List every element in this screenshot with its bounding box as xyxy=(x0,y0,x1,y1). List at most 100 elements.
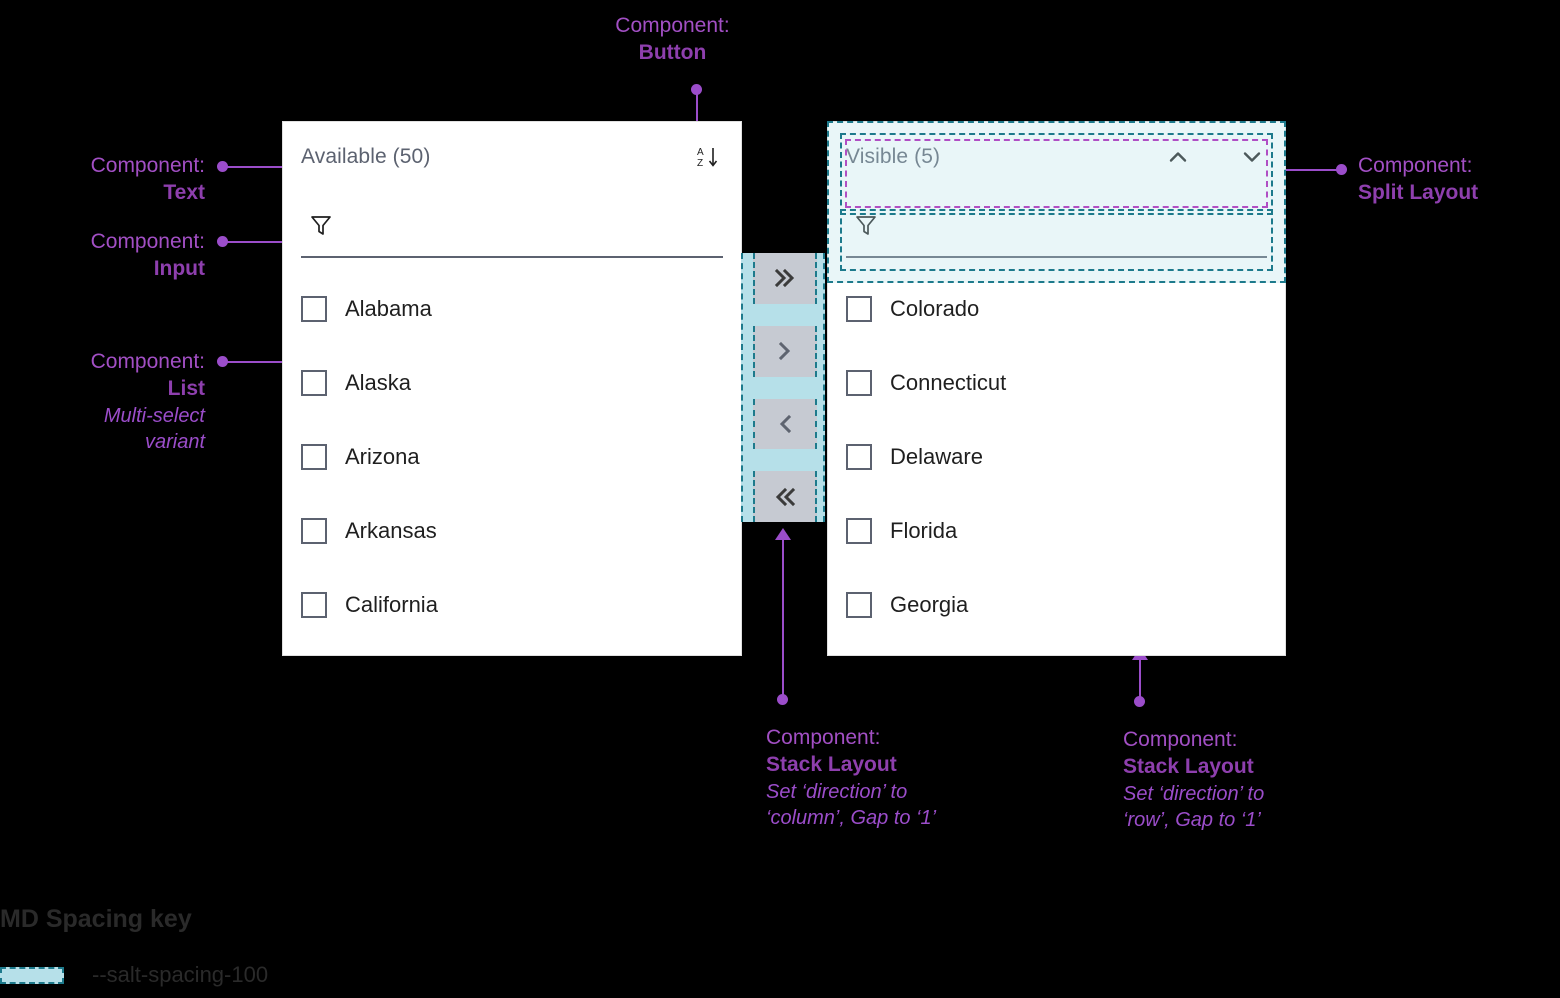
annotation-split-layout-kicker: Component: xyxy=(1358,154,1473,177)
annotation-split-layout-leader xyxy=(1278,169,1338,171)
transfer-button-stack xyxy=(753,253,817,522)
checkbox[interactable] xyxy=(846,592,872,618)
list-item[interactable]: Florida xyxy=(846,494,1275,568)
annotation-text-name: Text xyxy=(163,181,205,205)
transfer-stack-spacing-wrapper xyxy=(741,253,825,522)
checkbox[interactable] xyxy=(846,370,872,396)
annotation-input-leader xyxy=(224,241,290,243)
annotation-stack-column-name: Stack Layout xyxy=(766,753,897,777)
annotation-stack-column-leader xyxy=(782,540,784,698)
checkbox[interactable] xyxy=(846,518,872,544)
checkbox[interactable] xyxy=(301,296,327,322)
annotation-input-kicker: Component: xyxy=(90,230,205,253)
list-item-label: Alabama xyxy=(345,296,432,321)
annotation-button-name: Button xyxy=(638,41,707,65)
list-item[interactable]: Arizona xyxy=(301,420,731,494)
list-item-label: Connecticut xyxy=(890,370,1007,395)
visible-filter-input[interactable] xyxy=(846,198,1267,258)
annotation-list: Component: List Multi-select variant xyxy=(20,348,205,455)
list-item-label: Colorado xyxy=(890,296,980,321)
annotation-stack-row-sub2: ‘row’, Gap to ‘1’ xyxy=(1123,808,1261,831)
visible-header-actions xyxy=(1163,142,1267,172)
checkbox[interactable] xyxy=(301,444,327,470)
chevron-down-icon[interactable] xyxy=(1237,142,1267,172)
list-item[interactable]: Alabama xyxy=(301,272,731,346)
visible-list[interactable]: Colorado Connecticut Delaware Florida Ge… xyxy=(846,272,1275,655)
available-list[interactable]: Alabama Alaska Arizona Arkansas Californ… xyxy=(301,272,731,655)
annotation-list-sub2: variant xyxy=(144,430,205,453)
annotation-list-dot xyxy=(217,356,228,367)
checkbox[interactable] xyxy=(846,296,872,322)
list-item[interactable]: Georgia xyxy=(846,568,1275,642)
annotation-stack-column: Component: Stack Layout Set ‘direction’ … xyxy=(766,724,1066,831)
spacing-key: MD Spacing key --salt-spacing-100 xyxy=(0,905,268,988)
move-left-button[interactable] xyxy=(753,398,817,450)
annotation-text-kicker: Component: xyxy=(90,154,205,177)
annotation-stack-row: Component: Stack Layout Set ‘direction’ … xyxy=(1123,726,1423,833)
available-panel-title: Available (50) xyxy=(301,145,431,168)
spacing-key-row: --salt-spacing-100 xyxy=(0,962,268,988)
annotation-input-dot xyxy=(217,236,228,247)
move-right-button[interactable] xyxy=(753,325,817,377)
list-item[interactable]: Delaware xyxy=(846,420,1275,494)
annotation-stack-row-leader xyxy=(1139,660,1141,700)
move-all-right-button[interactable] xyxy=(753,253,817,304)
list-item-label: Delaware xyxy=(890,444,983,469)
annotation-button-dot xyxy=(691,84,702,95)
annotation-button-leader xyxy=(696,90,698,132)
annotation-text-dot xyxy=(217,161,228,172)
annotation-text-leader xyxy=(224,166,290,168)
annotation-input-name: Input xyxy=(153,257,205,281)
annotation-stack-row-kicker: Component: xyxy=(1123,728,1238,751)
annotation-split-layout-dot xyxy=(1336,164,1347,175)
list-item[interactable]: Arkansas xyxy=(301,494,731,568)
visible-panel-header: Visible (5) xyxy=(828,122,1285,192)
annotation-stack-row-name: Stack Layout xyxy=(1123,755,1254,779)
checkbox[interactable] xyxy=(301,592,327,618)
list-item[interactable]: California xyxy=(301,568,731,642)
annotation-input: Component: Input xyxy=(30,228,205,283)
list-item-label: Florida xyxy=(890,518,958,543)
list-item-label: Arkansas xyxy=(345,518,437,543)
available-filter-input[interactable] xyxy=(301,198,723,258)
annotation-stack-column-sub2: ‘column’, Gap to ‘1’ xyxy=(766,806,937,829)
list-item[interactable]: Alaska xyxy=(301,346,731,420)
available-panel: Available (50) A Z xyxy=(282,121,742,656)
list-item[interactable]: Colorado xyxy=(846,272,1275,346)
annotation-split-layout-name: Split Layout xyxy=(1358,181,1479,205)
checkbox[interactable] xyxy=(301,370,327,396)
chevron-up-icon[interactable] xyxy=(1163,142,1193,172)
list-item-label: Arizona xyxy=(345,444,420,469)
annotation-list-kicker: Component: xyxy=(90,350,205,373)
spacing-key-title: MD Spacing key xyxy=(0,905,192,933)
list-item-label: Georgia xyxy=(890,592,969,617)
annotation-stack-row-dot xyxy=(1134,696,1145,707)
annotation-stack-column-kicker: Component: xyxy=(766,726,881,749)
move-all-left-button[interactable] xyxy=(753,471,817,522)
checkbox[interactable] xyxy=(846,444,872,470)
annotation-list-sub1: Multi-select xyxy=(103,404,205,427)
available-panel-header: Available (50) A Z xyxy=(283,122,741,192)
filter-funnel-icon xyxy=(854,213,878,242)
filter-funnel-icon xyxy=(309,213,333,242)
annotation-split-layout: Component: Split Layout xyxy=(1358,152,1560,207)
annotation-stack-row-sub1: Set ‘direction’ to xyxy=(1123,782,1265,805)
svg-text:Z: Z xyxy=(697,158,703,169)
available-header-actions: A Z xyxy=(693,142,723,172)
annotation-stack-column-sub1: Set ‘direction’ to xyxy=(766,780,908,803)
visible-panel: Visible (5) xyxy=(827,121,1286,656)
list-item-label: Alaska xyxy=(345,370,412,395)
spacing-key-swatch xyxy=(0,966,64,984)
list-item[interactable]: Connecticut xyxy=(846,346,1275,420)
sort-az-descending-icon[interactable]: A Z xyxy=(693,142,723,172)
annotation-text: Component: Text xyxy=(30,152,205,207)
annotation-button: Component: Button xyxy=(565,12,780,67)
visible-panel-title: Visible (5) xyxy=(846,145,941,168)
spacing-key-token: --salt-spacing-100 xyxy=(92,962,269,987)
annotation-stack-column-dot xyxy=(777,694,788,705)
checkbox[interactable] xyxy=(301,518,327,544)
list-item-label: California xyxy=(345,592,438,617)
annotation-button-kicker: Component: xyxy=(615,14,730,37)
annotation-list-name: List xyxy=(167,377,205,401)
